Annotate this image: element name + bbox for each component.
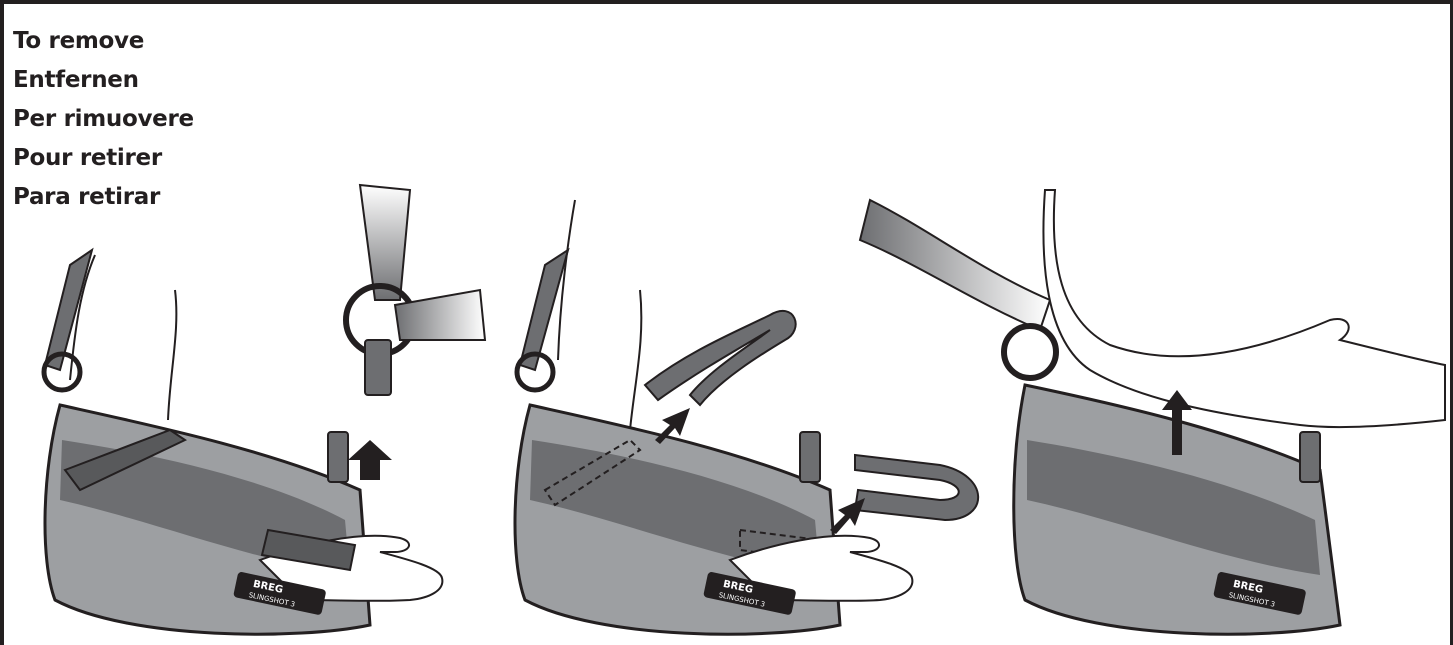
panel-2-remove-straps: BREG SLINGSHOT 3 — [515, 200, 978, 634]
arrow-up-right-icon — [830, 498, 865, 534]
arrow-up-icon — [348, 440, 392, 480]
panel-3-lift-arm: BREG SLINGSHOT 3 — [860, 190, 1445, 634]
lifted-arm — [1043, 190, 1445, 427]
panel-1-remove-buckle: BREG SLINGSHOT 3 — [44, 185, 485, 634]
